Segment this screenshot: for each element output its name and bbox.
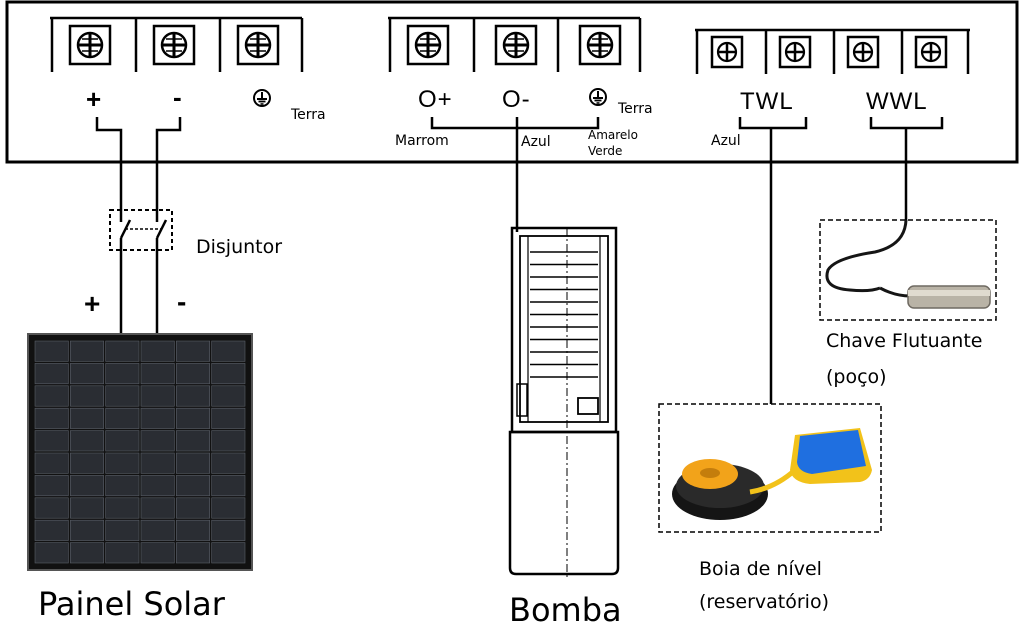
pump-wiring bbox=[430, 117, 600, 232]
pump-terminal-block bbox=[388, 16, 642, 72]
wire-label-amarelo: Amarelo bbox=[588, 128, 638, 142]
sensor-wiring bbox=[738, 117, 944, 405]
pump-image bbox=[508, 226, 620, 580]
wwl-terminal-label: WWL bbox=[866, 88, 928, 115]
twl-terminal-label: TWL bbox=[740, 88, 794, 115]
wire-label-verde: Verde bbox=[588, 144, 623, 158]
terminal-screw-icon bbox=[152, 24, 196, 66]
breaker-label: Disjuntor bbox=[196, 236, 283, 258]
terminal-screw-icon bbox=[494, 24, 538, 66]
float-switch-caption-line2: (poço) bbox=[826, 366, 887, 388]
terminal-screw-icon bbox=[778, 35, 812, 69]
solar-plus-symbol: + bbox=[86, 84, 103, 114]
wire-label-marrom: Marrom bbox=[395, 133, 449, 149]
panel-minus-symbol: - bbox=[177, 286, 188, 317]
pump-plus-terminal-label: O+ bbox=[418, 86, 453, 113]
panel-plus-symbol: + bbox=[84, 288, 102, 319]
pump-ground-label: Terra bbox=[618, 101, 653, 117]
solar-minus-symbol: - bbox=[173, 82, 183, 112]
terminal-screw-icon bbox=[68, 24, 112, 66]
solar-terminal-block bbox=[50, 16, 304, 72]
pump-caption: Bomba bbox=[509, 591, 622, 629]
terminal-screw-icon bbox=[236, 24, 280, 66]
solar-ground-label: Terra bbox=[291, 107, 326, 123]
level-float-caption-line2: (reservatório) bbox=[699, 591, 829, 613]
sensor-terminal-block bbox=[695, 28, 970, 74]
terminal-screw-icon bbox=[578, 24, 622, 66]
terminal-screw-icon bbox=[406, 24, 450, 66]
pump-minus-terminal-label: O- bbox=[502, 86, 531, 113]
float-switch-caption-line1: Chave Flutuante bbox=[826, 330, 983, 352]
terminal-screw-icon bbox=[710, 35, 744, 69]
solar-panel-image bbox=[27, 333, 253, 571]
wire-label-azul-twl: Azul bbox=[711, 133, 741, 149]
level-float-caption-line1: Boia de nível bbox=[699, 558, 822, 580]
terminal-screw-icon bbox=[914, 35, 948, 69]
level-float-image bbox=[658, 403, 882, 533]
solar-panel-caption: Painel Solar bbox=[38, 585, 225, 623]
float-switch-image bbox=[819, 219, 997, 321]
solar-wiring bbox=[95, 117, 182, 336]
terminal-screw-icon bbox=[846, 35, 880, 69]
wire-label-azul-pump: Azul bbox=[521, 134, 551, 150]
breaker-icon bbox=[109, 209, 173, 251]
